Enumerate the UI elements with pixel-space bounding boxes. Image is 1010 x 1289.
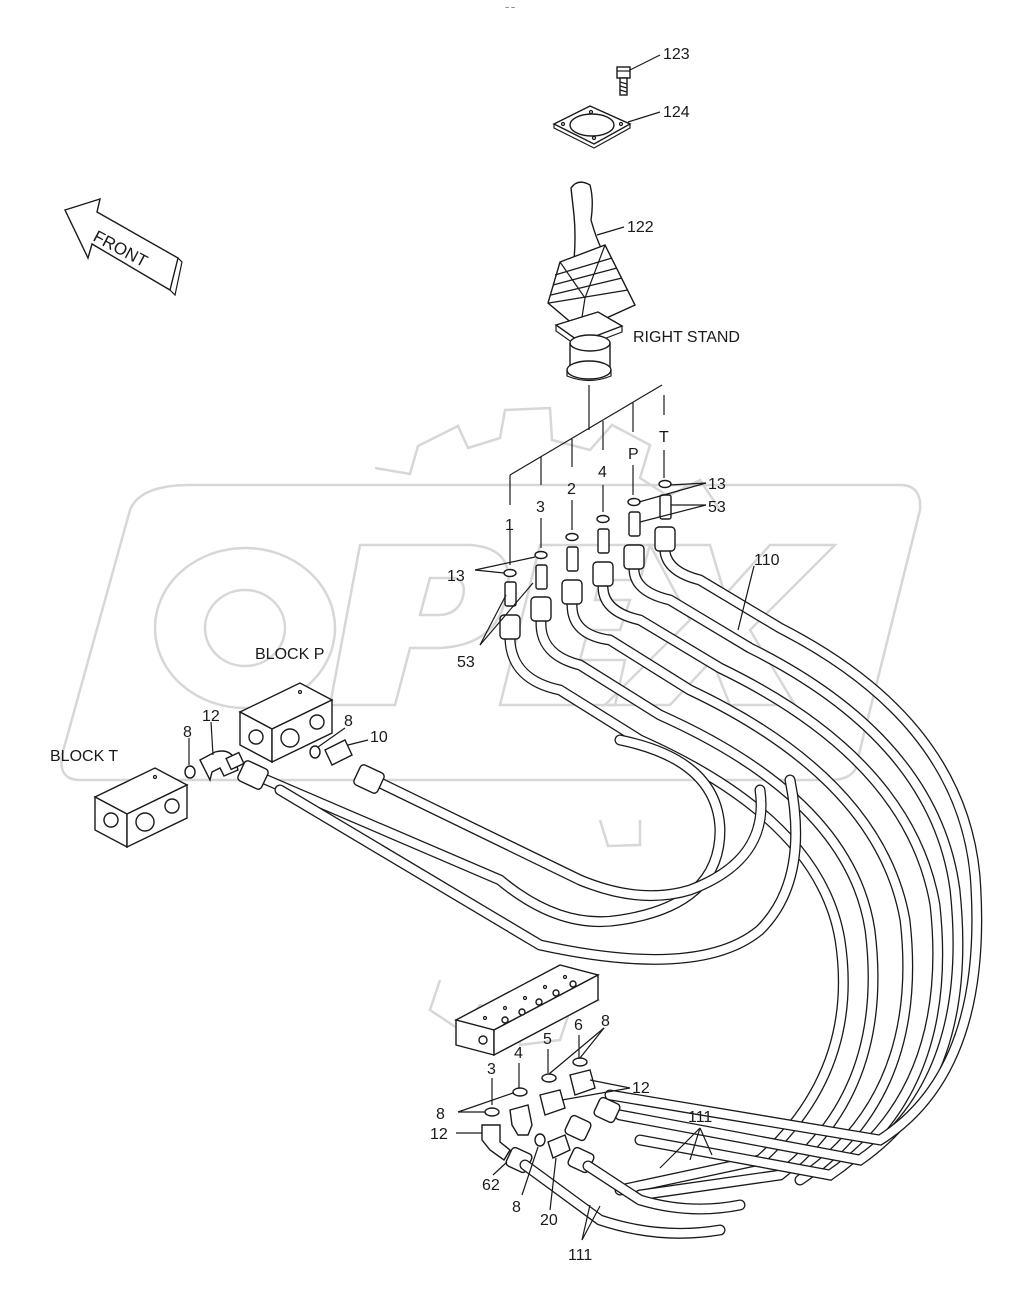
callout-122: 122 xyxy=(627,219,654,236)
joystick-122 xyxy=(547,181,636,382)
block-fittings xyxy=(184,739,353,783)
callout-124: 124 xyxy=(663,104,690,121)
manifold-block xyxy=(454,964,600,1057)
adapters-53 xyxy=(504,494,672,607)
callout-110: 110 xyxy=(754,552,780,569)
label-right-stand: RIGHT STAND xyxy=(633,329,740,346)
port-label-b5: 5 xyxy=(543,1031,552,1048)
callout-8-block-p: 8 xyxy=(344,713,353,730)
front-arrow: FRONT xyxy=(64,197,183,297)
callout-8-bottom-right: 8 xyxy=(601,1013,610,1030)
port-label-2: 2 xyxy=(567,481,576,498)
port-label-b4: 4 xyxy=(514,1045,523,1062)
block-t xyxy=(93,767,189,849)
port-label-b3: 3 xyxy=(487,1061,496,1078)
port-label-p: P xyxy=(628,446,639,463)
port-label-t: T xyxy=(659,429,669,446)
port-bracket xyxy=(509,384,665,565)
o-rings-13 xyxy=(503,479,672,578)
label-block-t: BLOCK T xyxy=(50,748,118,765)
callout-53-left: 53 xyxy=(457,654,475,671)
label-block-p: BLOCK P xyxy=(255,646,324,663)
callout-12-block: 12 xyxy=(202,708,220,725)
callout-10: 10 xyxy=(370,729,388,746)
callout-12-bottom-right: 12 xyxy=(632,1080,650,1097)
hoses-110 xyxy=(504,546,983,1201)
callout-8-bottom-left: 8 xyxy=(436,1106,445,1123)
callout-111-bottom: 111 xyxy=(568,1247,592,1264)
port-label-4: 4 xyxy=(598,464,607,481)
callout-13-top: 13 xyxy=(708,476,726,493)
callout-8-block-t: 8 xyxy=(183,724,192,741)
port-label-1: 1 xyxy=(505,517,514,534)
hose-nuts-top xyxy=(499,526,676,640)
callout-123: 123 xyxy=(663,46,690,63)
hoses-111 xyxy=(519,1159,746,1239)
port-labels-top: 1 3 2 4 P T xyxy=(505,429,669,534)
callout-62: 62 xyxy=(482,1177,500,1194)
plate-124 xyxy=(552,105,632,149)
callout-13-left: 13 xyxy=(447,568,465,585)
port-label-3: 3 xyxy=(536,499,545,516)
callout-8-bottom: 8 xyxy=(512,1199,521,1216)
callout-20: 20 xyxy=(540,1212,558,1229)
bolt-123 xyxy=(616,66,631,96)
block-hoses xyxy=(237,734,802,965)
callouts: 123 124 122 RIGHT STAND 13 53 110 13 53 … xyxy=(50,46,780,1264)
callout-12-bottom-left: 12 xyxy=(430,1126,448,1143)
block-p xyxy=(238,682,334,764)
callout-53-top: 53 xyxy=(708,499,726,516)
callout-111-top: 111 xyxy=(688,1109,712,1126)
port-label-b6: 6 xyxy=(574,1017,583,1034)
bottom-fittings xyxy=(481,1057,621,1174)
header-mark: ~ ~ xyxy=(505,5,515,12)
